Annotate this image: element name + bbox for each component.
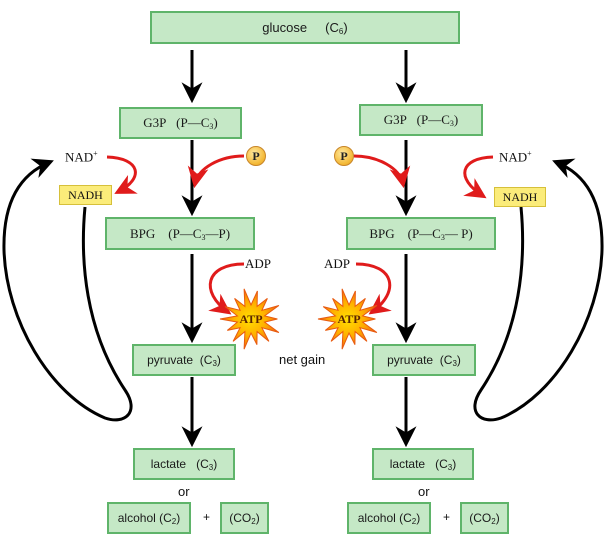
co2-box-left: (CO2) — [220, 502, 269, 534]
adp-label-left: ADP — [245, 256, 272, 271]
bpg-label: BPG — [369, 225, 395, 241]
bpg-label: BPG — [129, 225, 156, 241]
lactate-box-right: lactate (C3) — [372, 448, 474, 480]
g3p-box-left: G3P (P—C3) — [119, 107, 242, 139]
glucose-formula: (C6) — [325, 19, 348, 36]
atp-label-left: ATP — [239, 312, 263, 326]
nadh-badge-right: NADH — [494, 187, 546, 207]
alcohol-formula: (C2) — [159, 510, 181, 526]
g3p-formula: (P—C3) — [416, 112, 459, 128]
phosphate-icon-left: P — [246, 146, 266, 166]
nad-plus-label-right: NAD+ — [499, 149, 532, 165]
lactate-formula: (C3) — [196, 456, 218, 472]
co2-formula: (CO2) — [229, 510, 260, 526]
alcohol-label: alcohol — [117, 511, 156, 525]
g3p-label: G3P — [383, 112, 407, 127]
alcohol-formula: (C2) — [399, 510, 421, 526]
g3p-formula: (P—C3) — [176, 115, 218, 131]
arrow-adp-to-atp-right — [355, 262, 392, 315]
net-gain-label: net gain — [279, 352, 326, 367]
alcohol-label: alcohol — [357, 511, 396, 525]
adp-label-right: ADP — [324, 256, 351, 271]
lactate-label: lactate — [389, 457, 426, 471]
plus-label-left: + — [203, 510, 211, 524]
arrow-nad-to-nadh-left — [106, 155, 138, 194]
lactate-label: lactate — [150, 457, 187, 471]
or-label-right: or — [418, 484, 430, 499]
loop-nadh-to-nad-left — [2, 158, 133, 422]
arrow-phosphate-right — [353, 154, 411, 189]
alcohol-box-left: alcohol (C2) — [107, 502, 191, 534]
alcohol-box-right: alcohol (C2) — [347, 502, 431, 534]
g3p-label: G3P — [143, 115, 167, 130]
pyruvate-box-right: pyruvate (C3) — [372, 344, 476, 376]
nad-plus-label-left: NAD+ — [65, 149, 98, 165]
arrow-adp-to-atp-left — [208, 262, 245, 315]
co2-formula: (CO2) — [469, 510, 500, 526]
pyruvate-label: pyruvate — [387, 353, 434, 367]
bpg-box-left: BPG (P—C3—P) — [105, 217, 255, 250]
arrow-nad-to-nadh-right — [463, 155, 494, 199]
co2-box-right: (CO2) — [460, 502, 509, 534]
phosphate-icon-right: P — [334, 146, 354, 166]
glucose-label: glucose — [262, 20, 308, 35]
pyruvate-box-left: pyruvate (C3) — [132, 344, 236, 376]
nadh-badge-left: NADH — [59, 185, 112, 205]
atp-label-right: ATP — [337, 312, 361, 326]
atp-burst-right — [317, 288, 378, 350]
atp-burst-left — [219, 288, 280, 350]
bpg-formula: (P—C3— P) — [407, 225, 473, 242]
pyruvate-formula: (C3) — [199, 352, 221, 368]
loop-nadh-to-nad-right — [473, 158, 604, 422]
pyruvate-formula: (C3) — [439, 352, 461, 368]
bpg-box-right: BPG (P—C3— P) — [346, 217, 496, 250]
plus-label-right: + — [443, 510, 451, 524]
lactate-formula: (C3) — [435, 456, 457, 472]
arrow-phosphate-left — [187, 154, 245, 189]
or-label-left: or — [178, 484, 190, 499]
g3p-box-right: G3P (P—C3) — [359, 104, 483, 136]
glucose-box: glucose (C6) — [150, 11, 460, 44]
lactate-box-left: lactate (C3) — [133, 448, 235, 480]
pyruvate-label: pyruvate — [147, 353, 194, 367]
bpg-formula: (P—C3—P) — [168, 225, 231, 242]
